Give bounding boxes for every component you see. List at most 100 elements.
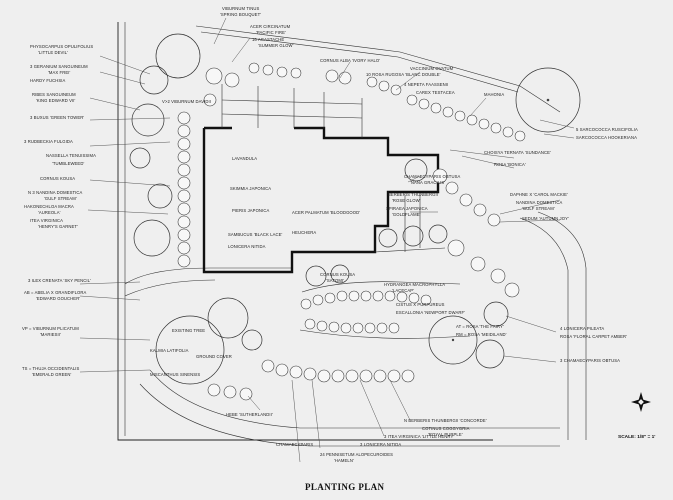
- label-sambucus: SAMBUCUS 'BLACK LACE': [228, 232, 283, 237]
- label-abelia: AB = ABELIA X GRANDIFLORA: [24, 290, 87, 295]
- label-agastache-2: 'SUMMER GLOW': [258, 43, 294, 48]
- central-curved-bed: [299, 264, 471, 339]
- label-abelia-2: 'EDWARD GOUCHER': [36, 296, 80, 301]
- label-viburnum-davidii: V>2 VIBURNUM DAVIDII: [162, 99, 211, 104]
- label-escallonia: ESCALLONIA 'NEWPORT DWARF': [396, 310, 465, 315]
- label-berberis: BERBERIS THUNBERGII: [388, 192, 438, 197]
- label-gulf-stream-left: 'GULF STREAM': [44, 196, 77, 201]
- top-left-trees: [129, 33, 240, 257]
- label-rosa-top: 10 ROSA RUGOSA 'BLANC DOUBLE': [366, 72, 441, 77]
- label-cornus-kousa: CORNUS KOUSA: [40, 176, 75, 181]
- label-pennisetum-2: 'HAMELN': [334, 458, 354, 463]
- label-spiraea: SPIRAEA JAPONICA: [386, 206, 428, 211]
- southeast-trees: [428, 256, 520, 369]
- label-cistus: CISTUS X PURPUREUS: [396, 302, 445, 307]
- label-sarcococca-2: SARCOCOCCA HOOKERIANA: [576, 135, 637, 140]
- label-acer-palmatum: ACER PALMATUM 'BLOODGOOD': [292, 210, 360, 215]
- label-rosa-bonica: ROSA 'BONICA': [494, 162, 526, 167]
- label-spiraea-2: 'GOLDFLAME': [392, 212, 421, 217]
- label-acer: ACER CIRCINATUM: [250, 24, 291, 29]
- label-buxus: 3 BUXUS 'GREEN TOWER': [30, 115, 84, 120]
- label-cornus-top: CORNUS ALBA 'IVORY HALO': [320, 58, 380, 63]
- label-chamaecyparis-bottom: CHAMAECYPARIS: [276, 442, 313, 447]
- label-cotinus: COTINUS COGGYGRIA: [422, 426, 470, 431]
- label-chamaecyparis-2: 'NANA GRACILIS': [410, 180, 445, 185]
- label-viburnum-top-2: 'SPRING BOUQUET': [220, 12, 261, 17]
- plant-labels: VIBURNUM TINUS 'SPRING BOUQUET' ACER CIR…: [22, 6, 638, 463]
- north-border-plants: [248, 62, 526, 142]
- label-itea: ITEA VIRGINICA: [30, 218, 63, 223]
- label-viburnum-plicatum: VP = VIBURNUM PLICATUM: [22, 326, 79, 331]
- north-arrow-icon: [631, 392, 651, 412]
- label-hakonechloa-2: 'AUREOLA': [38, 210, 61, 215]
- label-nassella: NASSELLA TENUISSIMA: [46, 153, 96, 158]
- label-physocarpus-2: 'LITTLE DEVIL': [38, 50, 68, 55]
- drawing-title: PLANTING PLAN: [305, 482, 385, 492]
- large-tree-northeast: [515, 67, 581, 133]
- label-rosa-floral: ROSA 'FLORAL CARPET AMBER': [560, 334, 627, 339]
- label-kalmia: KALMIA LATIFOLIA: [150, 348, 189, 353]
- label-skimmia: SKIMMIA JAPONICA: [230, 186, 271, 191]
- label-sedum: SEDUM 'AUTUMN JOY': [522, 216, 569, 221]
- label-nandina-right: NANDINA DOMESTICA: [516, 200, 562, 205]
- label-ground-cover: GROUND COVER: [196, 354, 232, 359]
- label-thuja: TS = THUJA OCCIDENTALIS: [22, 366, 80, 371]
- label-miscanthus: MISCANTHUS SINENSIS: [150, 372, 200, 377]
- label-physocarpus: PHYSOCARPUS OPULIFOLIUS: [30, 44, 93, 49]
- label-lavandula: LAVANDULA: [232, 156, 257, 161]
- label-cornus-bottom: CORNUS KOUSA: [320, 272, 355, 277]
- leader-lines: [79, 17, 575, 463]
- label-itea-bottom: 3 ITEA VIRGINICA 'LITTLE HENRY': [384, 434, 454, 439]
- label-hakonechloa: HAKONECHLOA MACRA: [24, 204, 74, 209]
- label-at-rose: AT = ROSA 'THE FAIRY': [456, 324, 504, 329]
- label-existing-tree: EXISTING TREE: [172, 328, 205, 333]
- label-berberis-2: 'ROSE GLOW': [392, 198, 421, 203]
- label-agastache: 16 AGASTACHE: [252, 37, 284, 42]
- label-berberis-bottom: N BERBERIS THUNBERGII 'CONCORDE': [404, 418, 487, 423]
- label-pennisetum: 24 PENNISETUM ALOPECUROIDES: [320, 452, 393, 457]
- label-choisya: CHOISYA TERNATA 'SUNDANCE': [484, 150, 551, 155]
- property-lines: [117, 22, 561, 441]
- left-hedge: [177, 111, 191, 268]
- label-lonicera-right: 4 LONICERA PILEATA: [560, 326, 604, 331]
- label-viburnum-top: VIBURNUM TINUS: [222, 6, 259, 11]
- label-viburnum-plicatum-2: 'MARIESII': [40, 332, 61, 337]
- label-pieris: PIERIS JAPONICA: [232, 208, 269, 213]
- label-hardy-fuchsia: HARDY FUCHSIA: [30, 78, 66, 83]
- label-hydrangea-2: 'LACECAP': [392, 288, 414, 293]
- label-hydrangea: HYDRANGEA MACROPHYLLA: [384, 282, 445, 287]
- label-geranium-2: 'MAX FREI': [48, 70, 70, 75]
- label-ribes: RIBES SANGUINEUM: [32, 92, 76, 97]
- label-nandina-right-2: 'GULF STREAM': [522, 206, 555, 211]
- label-lonicera-bottom: 3 LONICERA NITIDA: [360, 442, 401, 447]
- label-rudbeckia: 3 RUDBECKIA FULGIDA: [24, 139, 73, 144]
- drawing-scale: SCALE: 1/8" = 1': [618, 434, 655, 440]
- label-sarcococca: 5 SARCOCOCCA RUSCIFOLIA: [576, 127, 638, 132]
- label-hebe: HEBE 'SUTHERLANDII': [226, 412, 273, 417]
- label-daphne: DAPHNE X 'CAROL MACKIE': [510, 192, 568, 197]
- south-border-row: [155, 297, 415, 401]
- label-ribes-2: 'KING EDWARD VII': [36, 98, 76, 103]
- label-rosa-meidiland: RM = ROSA 'MEIDILAND': [456, 332, 507, 337]
- east-beds: [378, 158, 501, 257]
- label-carex-tumbleweed: 'TUMBLEWEED': [52, 161, 84, 166]
- label-vaccinium: VACCINIUM OVATUM: [410, 66, 454, 71]
- label-itea-2: 'HENRY'S GARNET': [38, 224, 78, 229]
- sidewalk: [124, 211, 587, 447]
- label-acer-2: 'PACIFIC FIRE': [256, 30, 286, 35]
- label-nepeta: 4 NEPETA FAASSENII: [404, 82, 448, 87]
- label-chamae-right: 3 CHAMAECYPARIS OBTUSA: [560, 358, 620, 363]
- label-thuja-2: 'EMERALD GREEN': [32, 372, 71, 377]
- label-nandina-left: N 3 NANDINA DOMESTICA: [28, 190, 83, 195]
- label-cotinus-2: 'ROYAL PURPLE': [428, 432, 463, 437]
- patio-grid: [221, 84, 446, 253]
- house-footprint: [202, 126, 440, 274]
- label-geranium: 3 GERANIUM SANGUINEUM: [30, 64, 88, 69]
- label-mahonia: MAHONIA: [484, 92, 504, 97]
- label-lonicera-left: LONICERA NITIDA: [228, 244, 266, 249]
- label-ilex: 3 ILEX CRENATA 'SKY PENCIL': [28, 278, 91, 283]
- label-carex: CAREX TESTACEA: [416, 90, 455, 95]
- label-chamaecyparis: CHAMAECYPARIS OBTUSA: [404, 174, 460, 179]
- label-cornus-bottom-2: 'SATOMI': [326, 278, 344, 283]
